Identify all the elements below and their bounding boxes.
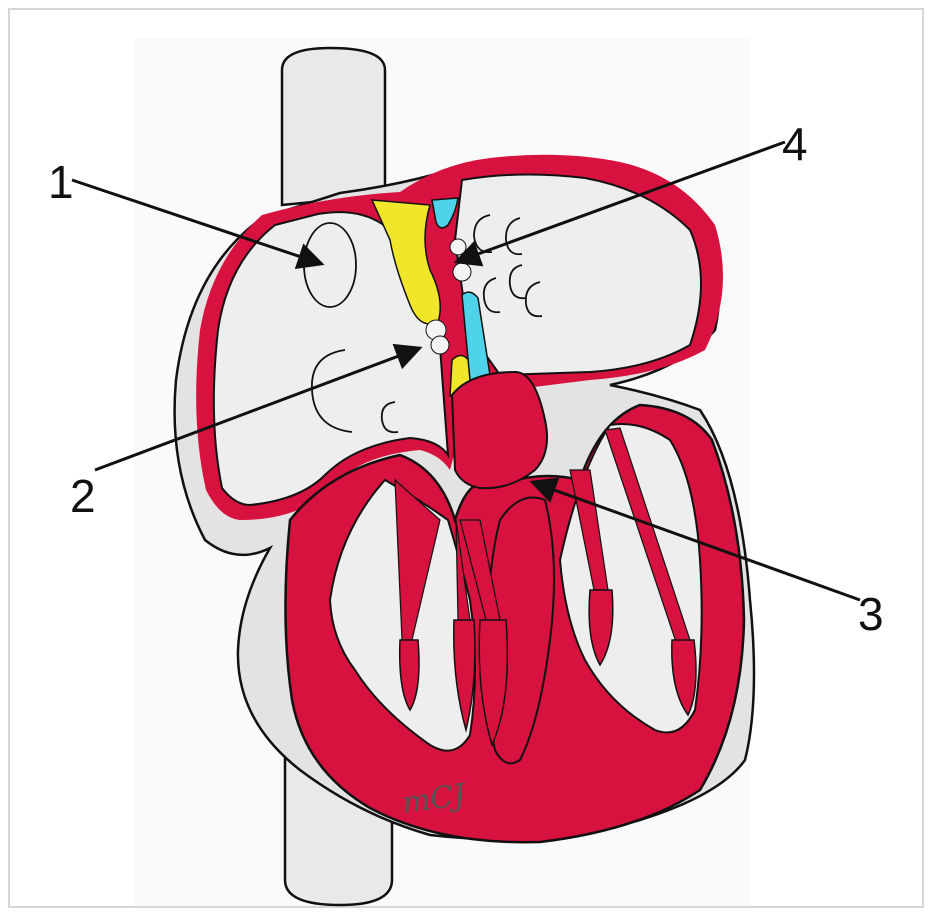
label-2: 2 <box>70 470 96 522</box>
label-3: 3 <box>858 588 884 640</box>
vena-cava <box>282 48 385 205</box>
label-1: 1 <box>48 156 74 208</box>
outflow-trunk <box>452 372 547 488</box>
label-4: 4 <box>782 118 808 170</box>
